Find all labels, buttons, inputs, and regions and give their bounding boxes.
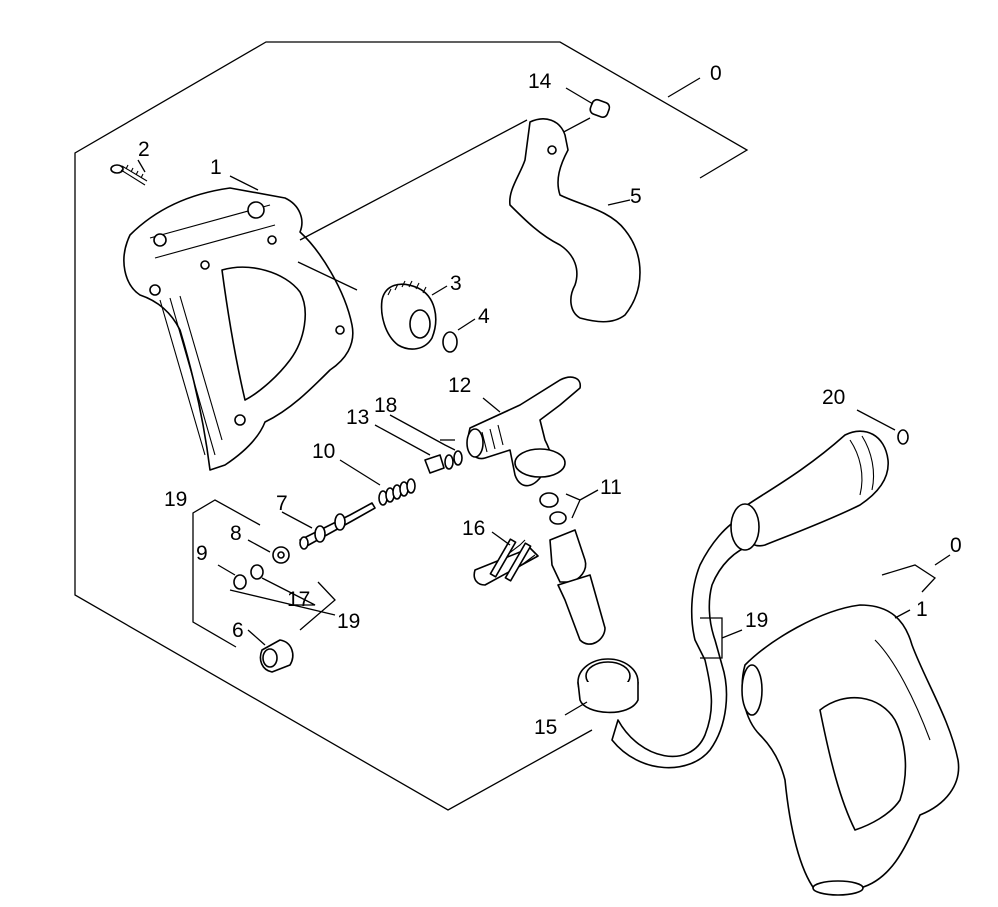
oring-4-part bbox=[442, 331, 458, 353]
knurled-nut-part bbox=[380, 280, 437, 350]
washer-part bbox=[272, 546, 290, 564]
leader-13 bbox=[374, 424, 431, 456]
label-9: 9 bbox=[196, 542, 208, 565]
leader-0-right bbox=[934, 554, 951, 566]
leader-19-bottom bbox=[229, 589, 336, 616]
label-1-left: 1 bbox=[210, 156, 222, 179]
leader-1 bbox=[229, 175, 259, 191]
label-16: 16 bbox=[462, 517, 485, 540]
plug-part bbox=[259, 639, 294, 673]
ring-17-part bbox=[250, 564, 264, 580]
label-10: 10 bbox=[312, 440, 335, 463]
leader-19-right bbox=[721, 629, 743, 639]
label-1-right: 1 bbox=[916, 598, 928, 621]
bracket-19-left bbox=[192, 499, 261, 648]
label-12: 12 bbox=[448, 374, 471, 397]
label-20: 20 bbox=[822, 386, 845, 409]
leader-14 bbox=[565, 87, 594, 105]
label-6: 6 bbox=[232, 619, 244, 642]
label-7: 7 bbox=[276, 492, 288, 515]
leader-2 bbox=[137, 159, 146, 173]
leader-5 bbox=[607, 199, 631, 206]
leader-1-to-nut bbox=[297, 261, 358, 291]
trigger-part bbox=[509, 118, 641, 323]
leader-7 bbox=[281, 511, 313, 529]
leader-20 bbox=[856, 409, 896, 431]
leader-16 bbox=[491, 531, 511, 546]
label-4: 4 bbox=[478, 305, 490, 328]
label-15: 15 bbox=[534, 716, 557, 739]
pin-14-part bbox=[589, 98, 611, 118]
nozzle-body-part bbox=[466, 376, 582, 487]
leader-4 bbox=[457, 318, 476, 331]
label-19-left-bottom: 19 bbox=[337, 610, 360, 633]
label-14: 14 bbox=[528, 70, 552, 93]
label-19-left-top: 19 bbox=[164, 488, 187, 511]
leader-11-label bbox=[579, 489, 599, 501]
leader-1-to-trigger bbox=[299, 119, 528, 241]
label-17: 17 bbox=[287, 588, 310, 611]
label-19-right: 19 bbox=[745, 609, 768, 632]
seal-11-upper bbox=[539, 492, 559, 508]
complete-handle-part bbox=[741, 604, 960, 896]
handle-housing-part bbox=[123, 187, 354, 471]
rod-part bbox=[299, 502, 376, 550]
seal-11-lower bbox=[549, 511, 567, 525]
leader-12 bbox=[482, 397, 501, 413]
grip-sleeve-part bbox=[730, 430, 889, 551]
label-11: 11 bbox=[600, 476, 622, 499]
leader-17 bbox=[261, 577, 316, 606]
label-0-right: 0 bbox=[950, 534, 962, 557]
leader-18 bbox=[389, 414, 456, 451]
leader-11 bbox=[565, 493, 581, 519]
leader-15 bbox=[564, 701, 588, 716]
label-18: 18 bbox=[374, 394, 397, 417]
oring-20-part bbox=[897, 429, 909, 445]
leader-9 bbox=[217, 564, 236, 576]
bracket-17-19 bbox=[299, 581, 336, 631]
assembly-frame-outline bbox=[74, 41, 749, 811]
label-13: 13 bbox=[346, 406, 369, 429]
screw-part bbox=[110, 164, 148, 186]
leader-8 bbox=[247, 539, 271, 553]
coupling-tube-part bbox=[549, 529, 606, 645]
label-0-top: 0 bbox=[710, 62, 722, 85]
clamp-part bbox=[473, 538, 539, 586]
spring-part bbox=[378, 478, 416, 506]
label-2: 2 bbox=[138, 138, 150, 161]
clip-rings-part bbox=[424, 450, 463, 474]
label-5: 5 bbox=[630, 185, 642, 208]
hose-part bbox=[611, 514, 753, 769]
label-8: 8 bbox=[230, 522, 242, 545]
leader-10 bbox=[339, 459, 381, 486]
leader-0-top bbox=[667, 77, 701, 98]
leader-6 bbox=[247, 629, 266, 646]
leader-3 bbox=[431, 285, 448, 296]
label-3: 3 bbox=[450, 272, 462, 295]
ring-9-part bbox=[233, 574, 247, 590]
cap-part bbox=[577, 658, 639, 714]
leader-1-right bbox=[894, 609, 911, 619]
bracket-0-right bbox=[881, 564, 937, 593]
